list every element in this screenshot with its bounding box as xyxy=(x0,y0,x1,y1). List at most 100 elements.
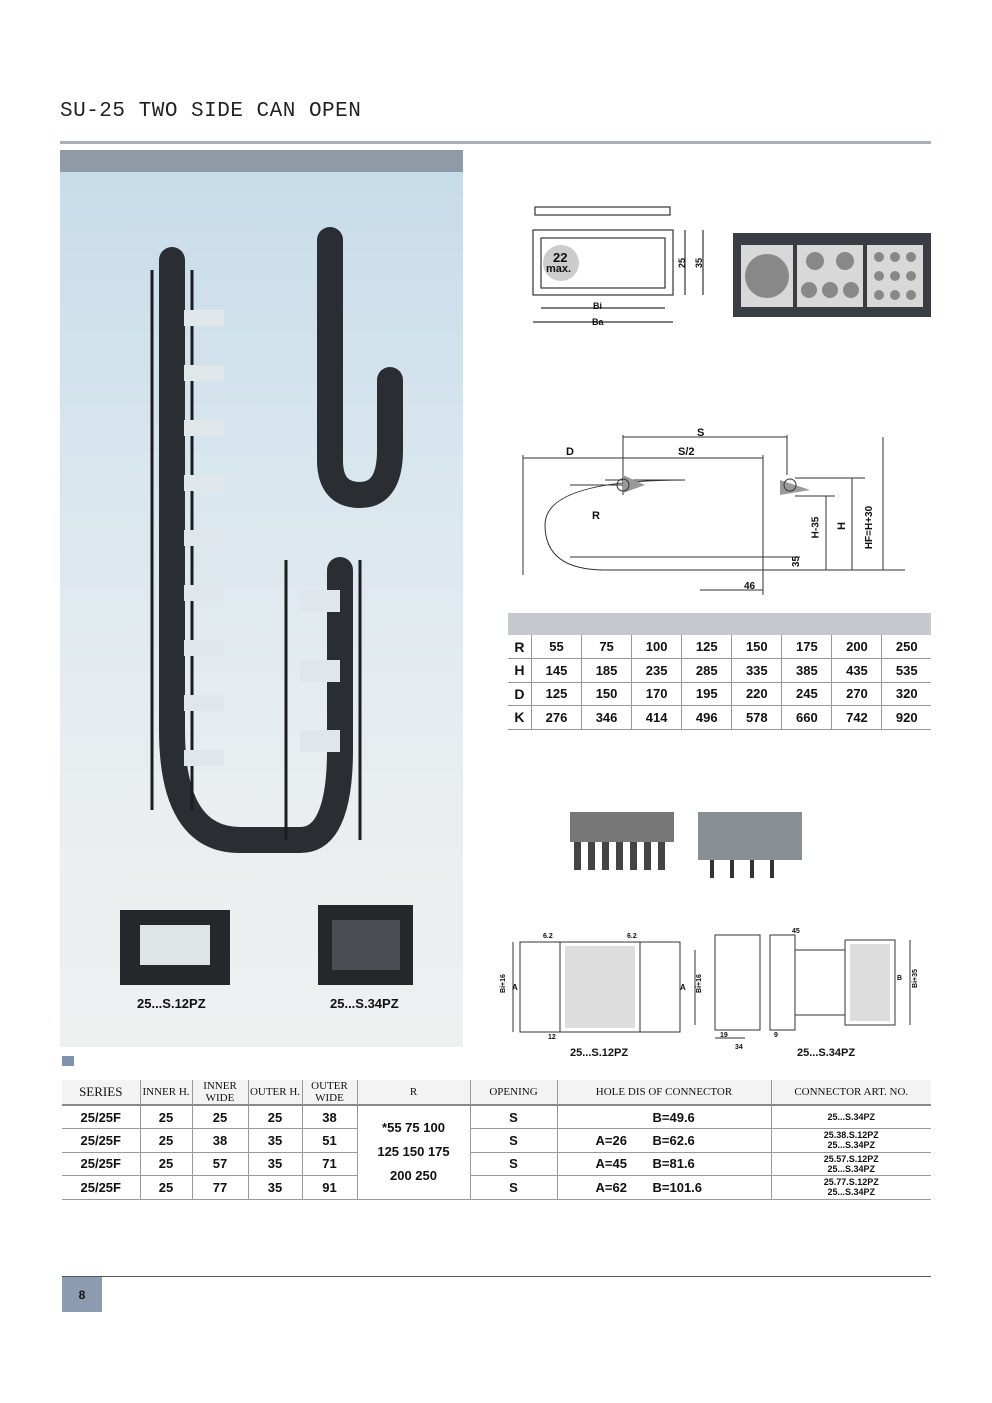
table-cell: 270 xyxy=(831,682,882,706)
table-cell: 125 xyxy=(530,682,582,706)
bi-label: Bi xyxy=(593,301,602,311)
product-photo-panel: 25...S.12PZ 25...S.34PZ xyxy=(60,150,463,1047)
table-cell: 75 xyxy=(581,635,632,659)
dim-9: 9 xyxy=(774,1032,778,1039)
table-cell: 250 xyxy=(881,635,931,659)
photo-caption-34pz: 25...S.34PZ xyxy=(330,996,399,1011)
table-cell: 335 xyxy=(731,658,782,683)
radius-values-line: *55 75 100 xyxy=(382,1120,445,1136)
table-cell: 742 xyxy=(831,705,882,730)
photo-header-band xyxy=(60,150,463,172)
hole-distance-cell: A=26 B=62.6 xyxy=(556,1128,771,1153)
page-number: 8 xyxy=(62,1277,102,1312)
table-header-band xyxy=(508,613,931,635)
table-cell: 175 xyxy=(781,635,832,659)
hole-a-value: A=45 xyxy=(595,1156,627,1172)
table-cell: 150 xyxy=(581,682,632,706)
dim-d: D xyxy=(566,446,574,458)
column-header: CONNECTOR ART. NO. xyxy=(770,1080,931,1106)
table-cell: 195 xyxy=(681,682,732,706)
height-25-label: 25 xyxy=(677,257,688,269)
table-cell: 245 xyxy=(781,682,832,706)
column-header: OUTER WIDE xyxy=(301,1080,357,1106)
dim-s-half: S/2 xyxy=(678,446,695,458)
outer-h-cell: 35 xyxy=(247,1152,302,1176)
connector-art-cell: 25...S.34PZ xyxy=(770,1105,931,1129)
inner-h-cell: 25 xyxy=(139,1105,192,1129)
table-cell: 660 xyxy=(781,705,832,730)
table-cell: 150 xyxy=(731,635,782,659)
opening-cell: S xyxy=(469,1105,557,1129)
opening-cell: S xyxy=(469,1128,557,1153)
outer-h-cell: 25 xyxy=(247,1105,302,1129)
inner-h-cell: 25 xyxy=(139,1175,192,1200)
dim-bi16-left: Bi+16 xyxy=(499,974,507,993)
dim-6-2-right: 6.2 xyxy=(627,933,637,940)
hole-a-value: A=26 xyxy=(595,1132,627,1148)
table-cell: 100 xyxy=(631,635,682,659)
dim-bi16-right: Bi+16 xyxy=(695,974,703,993)
table-cell: 185 xyxy=(581,658,632,683)
dim-a-right: A xyxy=(680,983,686,992)
series-cell: 25/25F xyxy=(62,1128,140,1153)
table-cell: 920 xyxy=(881,705,931,730)
column-header: INNER WIDE xyxy=(191,1080,248,1106)
outer-h-cell: 35 xyxy=(247,1175,302,1200)
dim-45: 45 xyxy=(792,928,800,935)
dim-6-2-left: 6.2 xyxy=(543,933,553,940)
opening-cell: S xyxy=(469,1152,557,1176)
table-cell: 578 xyxy=(731,705,782,730)
max-label: 22 xyxy=(553,250,568,265)
title-divider xyxy=(60,141,931,144)
connector-art-line: 25...S.34PZ xyxy=(827,1140,876,1151)
dim-35: 35 xyxy=(791,555,803,568)
table-cell: 320 xyxy=(881,682,931,706)
radius-values-line: 125 150 175 xyxy=(377,1144,450,1160)
table-cell: 170 xyxy=(631,682,682,706)
table-cell: 346 xyxy=(581,705,632,730)
table-cell: 235 xyxy=(631,658,682,683)
table-cell: 285 xyxy=(681,658,732,683)
table-cell: 385 xyxy=(781,658,832,683)
outer-w-cell: 51 xyxy=(301,1128,357,1153)
outer-w-cell: 71 xyxy=(301,1152,357,1176)
outer-h-cell: 35 xyxy=(247,1128,302,1153)
hole-b-value: B=62.6 xyxy=(652,1132,695,1148)
connector-art-line: 25...S.34PZ xyxy=(827,1112,876,1122)
column-header: HOLE DIS OF CONNECTOR xyxy=(556,1080,771,1106)
table-cell: 414 xyxy=(631,705,682,730)
inner-w-cell: 25 xyxy=(191,1105,248,1129)
outer-w-cell: 38 xyxy=(301,1105,357,1129)
row-label: H xyxy=(508,658,532,683)
hole-b-value: B=81.6 xyxy=(652,1156,695,1172)
connector-art-line: 25.57.S.12PZ xyxy=(823,1153,879,1164)
dim-bi35: Bi+35 xyxy=(911,969,919,988)
row-label: K xyxy=(508,705,532,730)
table-cell: 496 xyxy=(681,705,732,730)
connector-caption-34pz: 25...S.34PZ xyxy=(797,1047,856,1059)
separator-layout-drawing xyxy=(733,233,931,317)
column-header: INNER H. xyxy=(139,1080,192,1106)
table-cell: 55 xyxy=(530,635,582,659)
connector-caption-12pz: 25...S.12PZ xyxy=(570,1047,629,1059)
dim-34: 34 xyxy=(735,1044,743,1051)
dim-19: 19 xyxy=(720,1032,728,1039)
dim-r: R xyxy=(592,510,600,522)
column-header: OPENING xyxy=(469,1080,557,1106)
dim-a-left: A xyxy=(512,983,518,992)
hole-a-value: A=62 xyxy=(595,1179,627,1195)
inner-h-cell: 25 xyxy=(139,1128,192,1153)
connector-art-line: 25...S.34PZ xyxy=(827,1163,876,1174)
connector-dimension-drawings xyxy=(512,934,911,1039)
table-cell: 276 xyxy=(530,705,582,730)
section-marker xyxy=(62,1056,74,1066)
inner-w-cell: 77 xyxy=(191,1175,248,1200)
